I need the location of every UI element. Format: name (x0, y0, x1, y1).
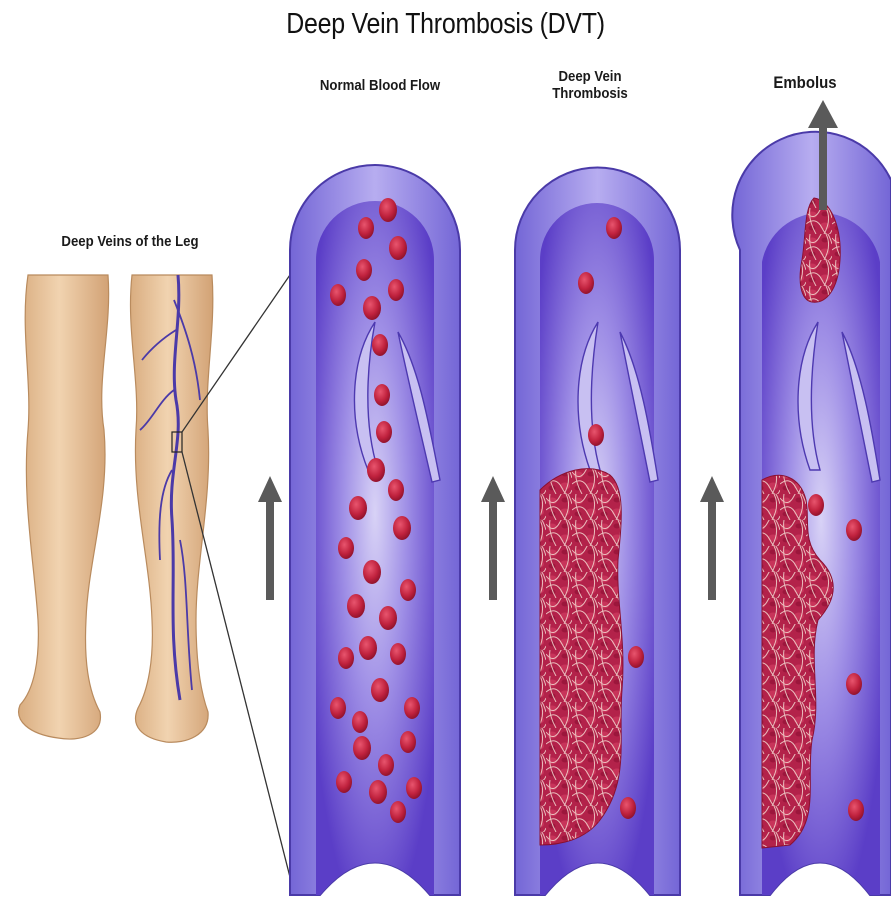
vein-normal (290, 165, 460, 895)
arrow-up-icon (700, 476, 724, 600)
vein-dvt (515, 168, 680, 896)
legs-illustration (19, 272, 292, 885)
left-leg (19, 275, 109, 739)
arrow-up-icon (481, 476, 505, 600)
thrombus (540, 469, 623, 845)
vein-embolus (732, 132, 891, 895)
arrow-up-icon (258, 476, 282, 600)
